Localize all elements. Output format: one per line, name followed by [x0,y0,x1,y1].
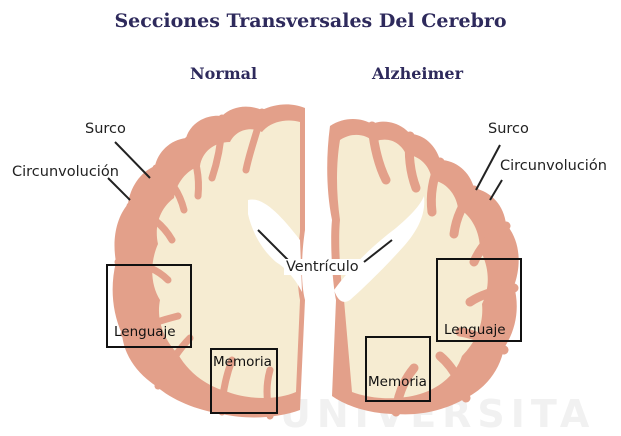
lenguaje-left-label: Lenguaje [114,324,176,340]
surco-right-line [476,145,500,190]
circunvolucion-right-label: Circunvolución [500,158,607,174]
ventriculo-label: Ventrículo [284,259,361,275]
surco-left-line [115,142,150,178]
circunvolucion-left-label: Circunvolución [12,164,119,180]
memoria-right-label: Memoria [368,374,427,390]
circunvolucion-left-line [108,178,130,200]
surco-right-label: Surco [488,121,529,137]
surco-left-label: Surco [85,121,126,137]
circunvolucion-right-line [490,180,502,200]
memoria-right-box [365,336,431,402]
lenguaje-right-label: Lenguaje [444,322,506,338]
memoria-left-label: Memoria [213,354,272,370]
